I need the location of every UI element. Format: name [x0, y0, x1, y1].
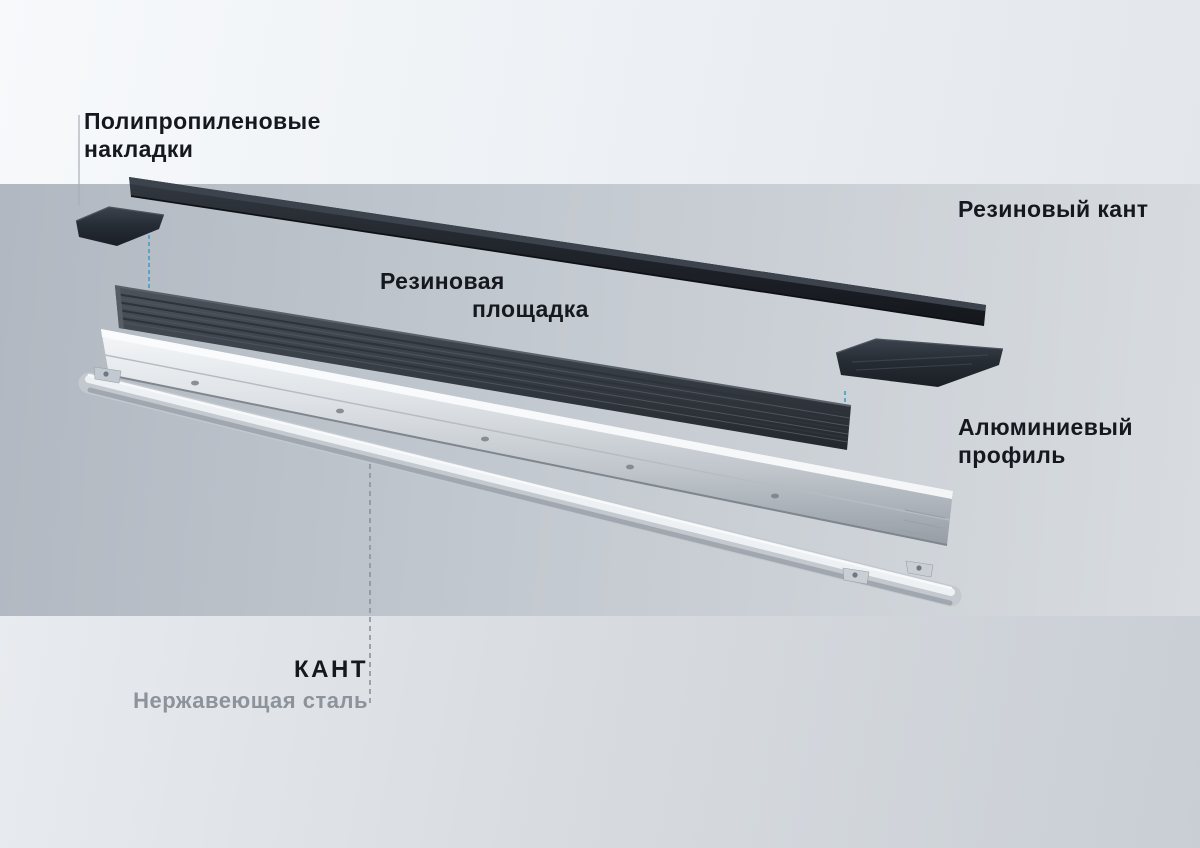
stainless-steel-kant: [78, 366, 962, 607]
label-rubber-platform-line1: Резиновая: [380, 268, 505, 294]
polypropylene-pad-right: [835, 338, 1004, 387]
label-rubber-platform: Резиновая площадка: [380, 268, 589, 323]
label-polypropylene-pads: Полипропиленовые накладки: [84, 108, 321, 163]
rubber-platform: [114, 285, 852, 450]
label-polypropylene-pads-line1: Полипропиленовые: [84, 108, 321, 134]
label-aluminum-profile: Алюминиевый профиль: [958, 414, 1133, 469]
background-band-bottom: [0, 616, 1200, 848]
aluminum-profile: [101, 329, 953, 546]
polypropylene-pad-left: [75, 206, 165, 246]
label-polypropylene-pads-line2: накладки: [84, 135, 194, 162]
label-rubber-edge: Резиновый кант: [958, 196, 1149, 222]
background-band-top: [0, 0, 1200, 184]
label-steel-kant-subtitle: Нержавеющая сталь: [133, 687, 368, 713]
label-aluminum-profile-line1: Алюминиевый: [958, 414, 1133, 440]
label-steel-kant-title: КАНТ: [294, 656, 368, 683]
label-aluminum-profile-line2: профиль: [958, 441, 1066, 468]
rubber-edge-strip: [129, 177, 986, 326]
label-rubber-platform-line2: площадка: [472, 295, 589, 322]
label-steel-kant: КАНТ Нержавеющая сталь: [133, 656, 368, 714]
